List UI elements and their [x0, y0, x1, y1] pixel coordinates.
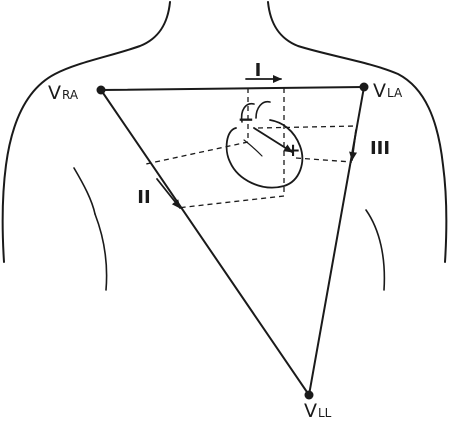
lead-iii-label: III [370, 138, 390, 159]
electrode-ll-label: VLL [304, 400, 332, 422]
electrode-ra-dot [97, 86, 106, 95]
electrode-la-dot [360, 83, 369, 92]
polarity-negative: − [238, 107, 255, 131]
electrode-ll-dot [305, 391, 314, 400]
lead-i-line [101, 87, 364, 90]
electrode-ra-label: VRA [48, 82, 79, 104]
lead-i-label: I [255, 60, 262, 81]
projection-lines [146, 88, 357, 208]
lead-ii-line [101, 90, 309, 395]
electrode-la-label: VLA [373, 80, 403, 102]
polarity-positive: + [285, 140, 300, 161]
lead-ii-label: II [137, 187, 150, 208]
lead-ii-arrow [157, 179, 180, 208]
einthoven-triangle [101, 87, 364, 395]
lead-iii-arrow [352, 130, 356, 160]
